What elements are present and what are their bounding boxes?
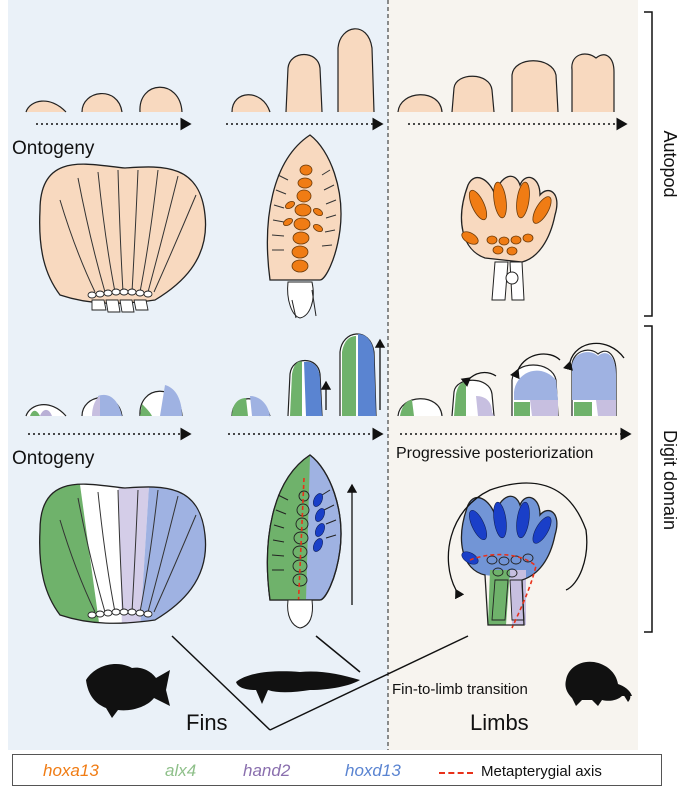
legend-alx4: alx4 bbox=[165, 761, 196, 781]
fins-label: Fins bbox=[186, 710, 228, 735]
legend: hoxa13 alx4 hand2 hoxd13 Metapterygial a… bbox=[12, 754, 662, 786]
digit-domain-label: Digit domain bbox=[660, 430, 677, 530]
legend-hoxd13: hoxd13 bbox=[345, 761, 401, 781]
legend-hoxa13: hoxa13 bbox=[43, 761, 99, 781]
legend-metapterygial-axis: Metapterygial axis bbox=[481, 763, 602, 780]
fin-to-limb-label: Fin-to-limb transition bbox=[392, 681, 528, 698]
legend-hand2: hand2 bbox=[243, 761, 290, 781]
autopod-label: Autopod bbox=[660, 130, 677, 197]
digit-domain-bracket bbox=[644, 326, 652, 632]
limbs-label: Limbs bbox=[470, 710, 529, 735]
fins-background bbox=[8, 0, 388, 750]
progressive-posteriorization-label: Progressive posteriorization bbox=[396, 445, 593, 462]
ontogeny-label-bottom: Ontogeny bbox=[12, 448, 95, 469]
figure-canvas: Autopod Digit domain Ontogeny bbox=[0, 0, 677, 750]
legend-axis-dash bbox=[439, 772, 473, 774]
autopod-bracket bbox=[644, 12, 652, 316]
ontogeny-label-top: Ontogeny bbox=[12, 138, 95, 159]
